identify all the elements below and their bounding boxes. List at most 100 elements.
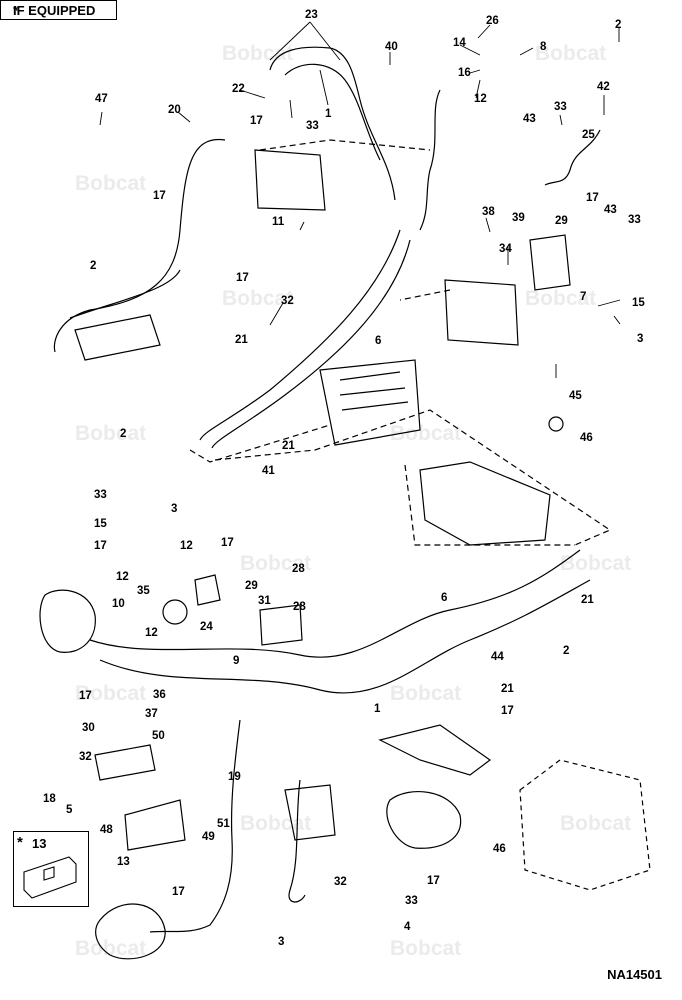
leader-dashed xyxy=(404,464,575,546)
inset-part-13: * 13 xyxy=(13,831,89,907)
callout-number: 48 xyxy=(100,824,113,836)
manifold-left xyxy=(74,314,161,361)
harness-25-branch xyxy=(69,269,181,319)
watermark: Bobcat xyxy=(390,937,461,960)
callout-number: 20 xyxy=(168,104,181,116)
watermark-layer: Bobcat Bobcat Bobcat Bobcat Bobcat Bobca… xyxy=(75,42,631,960)
callout-number: 26 xyxy=(486,15,499,27)
if-equipped-label: IF EQUIPPED xyxy=(13,3,96,18)
harness-23 xyxy=(269,46,396,201)
callout-number: 47 xyxy=(95,93,108,105)
harness-42 xyxy=(544,129,601,186)
leader-dashed xyxy=(189,424,331,463)
callout-number: 11 xyxy=(272,216,285,228)
callout-number: 17 xyxy=(586,192,599,204)
callout-number: 17 xyxy=(172,886,185,898)
harness-lower-main xyxy=(89,549,581,658)
callout-number: 8 xyxy=(540,41,547,53)
harness-25 xyxy=(53,138,226,353)
light-right-lower xyxy=(386,791,462,849)
callout-number: 3 xyxy=(171,503,177,515)
callout-number: 37 xyxy=(145,708,158,720)
watermark: Bobcat xyxy=(535,42,606,65)
callout-number: 17 xyxy=(250,115,263,127)
callout-number: 12 xyxy=(116,571,129,583)
harness-main-upper-2 xyxy=(211,239,411,449)
callout-number: 28 xyxy=(292,563,305,575)
callout-number: 12 xyxy=(180,540,193,552)
module-7 xyxy=(529,234,571,291)
callout-number: 33 xyxy=(405,895,418,907)
callout-number: 42 xyxy=(597,81,610,93)
valve-lower xyxy=(284,784,336,841)
callout-number: 39 xyxy=(512,212,525,224)
callout-number: 2 xyxy=(90,260,96,272)
box-bracket xyxy=(519,759,651,891)
callout-number: 32 xyxy=(79,751,92,763)
callout-number: 17 xyxy=(236,272,249,284)
watermark: Bobcat xyxy=(75,682,146,705)
callout-number: 33 xyxy=(628,214,641,226)
inset-part-number: 13 xyxy=(32,836,47,851)
valve-block-6 xyxy=(319,359,421,446)
callout-number: 23 xyxy=(305,9,318,21)
harness-valve xyxy=(288,779,306,903)
callout-number: 46 xyxy=(580,432,593,444)
callout-number: 46 xyxy=(493,843,506,855)
harness-23b xyxy=(284,63,381,161)
watermark: Bobcat xyxy=(390,422,461,445)
horn-10 xyxy=(162,599,188,625)
callout-number: 2 xyxy=(563,645,569,657)
callout-number: 51 xyxy=(217,818,230,830)
callout-number: 45 xyxy=(569,390,582,402)
callout-number: 14 xyxy=(453,37,466,49)
callout-number: 33 xyxy=(94,489,107,501)
light-right-upper xyxy=(444,279,519,346)
watermark: Bobcat xyxy=(560,552,631,575)
callout-number: 2 xyxy=(615,19,621,31)
leader-dashed xyxy=(259,139,431,151)
callout-number: 17 xyxy=(221,537,234,549)
callout-number: 31 xyxy=(258,595,271,607)
callout-number: 9 xyxy=(233,655,239,667)
callout-number: 17 xyxy=(501,705,514,717)
callout-number: 22 xyxy=(232,83,245,95)
callout-number: 6 xyxy=(375,335,381,347)
callout-number: 49 xyxy=(202,831,215,843)
watermark: Bobcat xyxy=(75,422,146,445)
callout-number: 29 xyxy=(555,215,568,227)
callout-number: 17 xyxy=(94,540,107,552)
callout-number: 25 xyxy=(582,129,595,141)
callout-number: 30 xyxy=(82,722,95,734)
watermark: Bobcat xyxy=(222,287,293,310)
watermark: Bobcat xyxy=(560,812,631,835)
bracket-48 xyxy=(124,799,186,851)
callout-number: 15 xyxy=(632,297,645,309)
callout-number: 1 xyxy=(325,108,332,120)
callout-number: 32 xyxy=(334,876,347,888)
callout-number: 7 xyxy=(580,291,586,303)
watermark: Bobcat xyxy=(390,682,461,705)
callout-number: 36 xyxy=(153,689,166,701)
callout-number: 21 xyxy=(235,334,248,346)
callout-number: 6 xyxy=(441,592,447,604)
callout-number: 3 xyxy=(637,333,643,345)
callout-number: 17 xyxy=(427,875,440,887)
callout-number: 33 xyxy=(554,101,567,113)
steering-27 xyxy=(95,903,166,960)
callout-number: 43 xyxy=(523,113,536,125)
callout-number: 17 xyxy=(79,690,92,702)
bracket-13-drawing xyxy=(23,856,77,899)
callout-number: 16 xyxy=(458,67,471,79)
callout-number: 28 xyxy=(293,601,306,613)
callout-number: 38 xyxy=(482,206,495,218)
callout-number: 50 xyxy=(152,730,165,742)
callout-number: 21 xyxy=(581,594,594,606)
callout-number: 12 xyxy=(474,93,487,105)
bracket-24 xyxy=(194,574,221,606)
callout-number: 40 xyxy=(385,41,398,53)
callout-number: 12 xyxy=(145,627,158,639)
